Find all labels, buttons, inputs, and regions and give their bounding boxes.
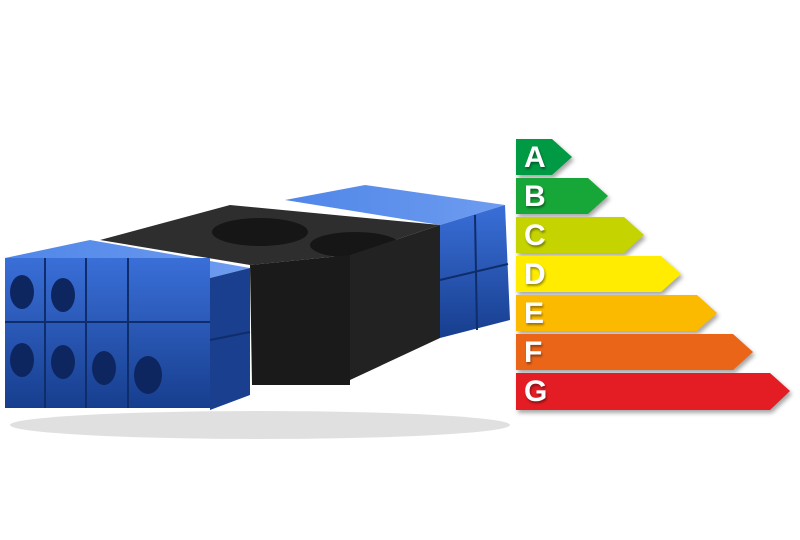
energy-class-f: F <box>516 334 753 370</box>
circular-cutout <box>212 218 308 246</box>
energy-class-d: D <box>516 256 681 292</box>
energy-class-a: A <box>516 139 572 175</box>
energy-class-e: E <box>516 295 717 331</box>
energy-class-c: C <box>516 217 644 253</box>
black-block-front <box>250 255 350 385</box>
left-blue-front <box>5 258 210 408</box>
energy-class-letter: G <box>524 375 548 408</box>
black-block-side <box>350 225 440 380</box>
energy-class-g: G <box>516 373 790 410</box>
energy-class-letter: B <box>524 180 546 213</box>
back-blue-top <box>285 185 505 225</box>
left-blue-side <box>210 268 250 410</box>
modular-block-product-render <box>5 185 510 439</box>
shadow <box>10 411 510 439</box>
energy-class-letter: D <box>524 258 546 291</box>
energy-class-letter: F <box>524 336 543 369</box>
energy-class-b: B <box>516 178 608 214</box>
energy-class-letter: A <box>524 141 546 174</box>
energy-class-letter: C <box>524 219 546 252</box>
energy-class-letter: E <box>524 297 545 330</box>
